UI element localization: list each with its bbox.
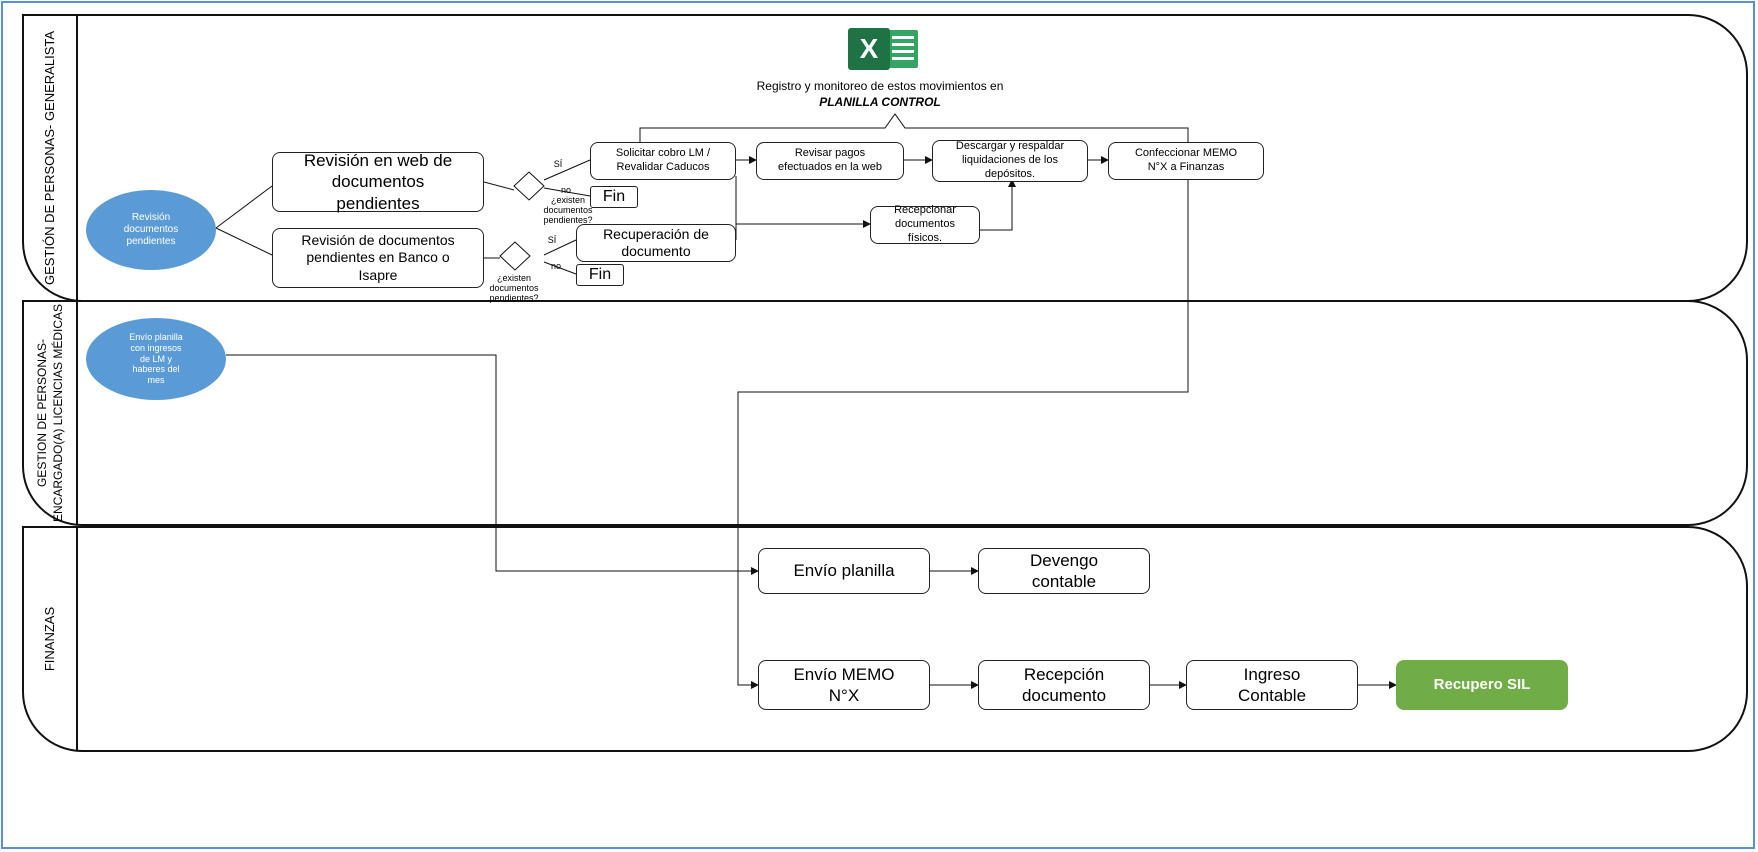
excel-x-shape: X: [848, 28, 890, 70]
start-revision-documentos: Revisión documentos pendientes: [86, 190, 216, 270]
box-confeccionar-memo: Confeccionar MEMO N°X a Finanzas: [1108, 142, 1264, 180]
decision-question-2: ¿existen documentos pendientes?: [489, 273, 539, 303]
box-revision-banco: Revisión de documentos pendientes en Ban…: [272, 228, 484, 288]
lane-label-column: FINANZAS: [24, 528, 78, 750]
box-descargar-respaldar: Descargar y respaldar liquidaciones de l…: [932, 140, 1088, 182]
header-line-1: Registro y monitoreo de estos movimiento…: [756, 79, 1004, 93]
lane-label-column: GESTION DE PERSONAS- ENCARGADO(A) LICENC…: [24, 302, 78, 524]
excel-grid-shape: [888, 30, 918, 68]
lane-licencias-medicas: GESTION DE PERSONAS- ENCARGADO(A) LICENC…: [22, 300, 1748, 526]
lane-label-column: GESTIÓN DE PERSONAS- GENERALISTA: [24, 16, 78, 300]
decision-no-2: no: [550, 261, 561, 271]
decision-no-1: no: [560, 185, 571, 195]
decision-yes-2: SÍ: [547, 235, 557, 245]
box-envio-planilla: Envío planilla: [758, 548, 930, 594]
box-envio-memo: Envío MEMO N°X: [758, 660, 930, 710]
box-recuperacion-documento: Recuperación de documento: [576, 224, 736, 262]
header-line-2: PLANILLA CONTROL: [819, 95, 941, 109]
box-ingreso-contable: Ingreso Contable: [1186, 660, 1358, 710]
decision-yes-1: SÍ: [553, 159, 563, 169]
fin-2: Fin: [576, 264, 624, 286]
box-recupero-sil: Recupero SIL: [1396, 660, 1568, 710]
box-recepcionar-fisicos: Recepcionar documentos físicos.: [870, 204, 980, 244]
start-envio-planilla: Envío planilla con ingresos de LM y habe…: [86, 318, 226, 400]
decision-question-1: ¿existen documentos pendientes?: [543, 195, 593, 225]
box-devengo-contable: Devengo contable: [978, 548, 1150, 594]
fin-1: Fin: [590, 186, 638, 208]
box-solicitar-cobro: Solicitar cobro LM / Revalidar Caducos: [590, 142, 736, 180]
header-note: Registro y monitoreo de estos movimiento…: [660, 78, 1100, 110]
box-revision-web: Revisión en web de documentos pendientes: [272, 151, 484, 213]
box-revisar-pagos: Revisar pagos efectuados en la web: [756, 142, 904, 180]
box-recepcion-documento: Recepción documento: [978, 660, 1150, 710]
excel-icon: X: [848, 28, 920, 70]
